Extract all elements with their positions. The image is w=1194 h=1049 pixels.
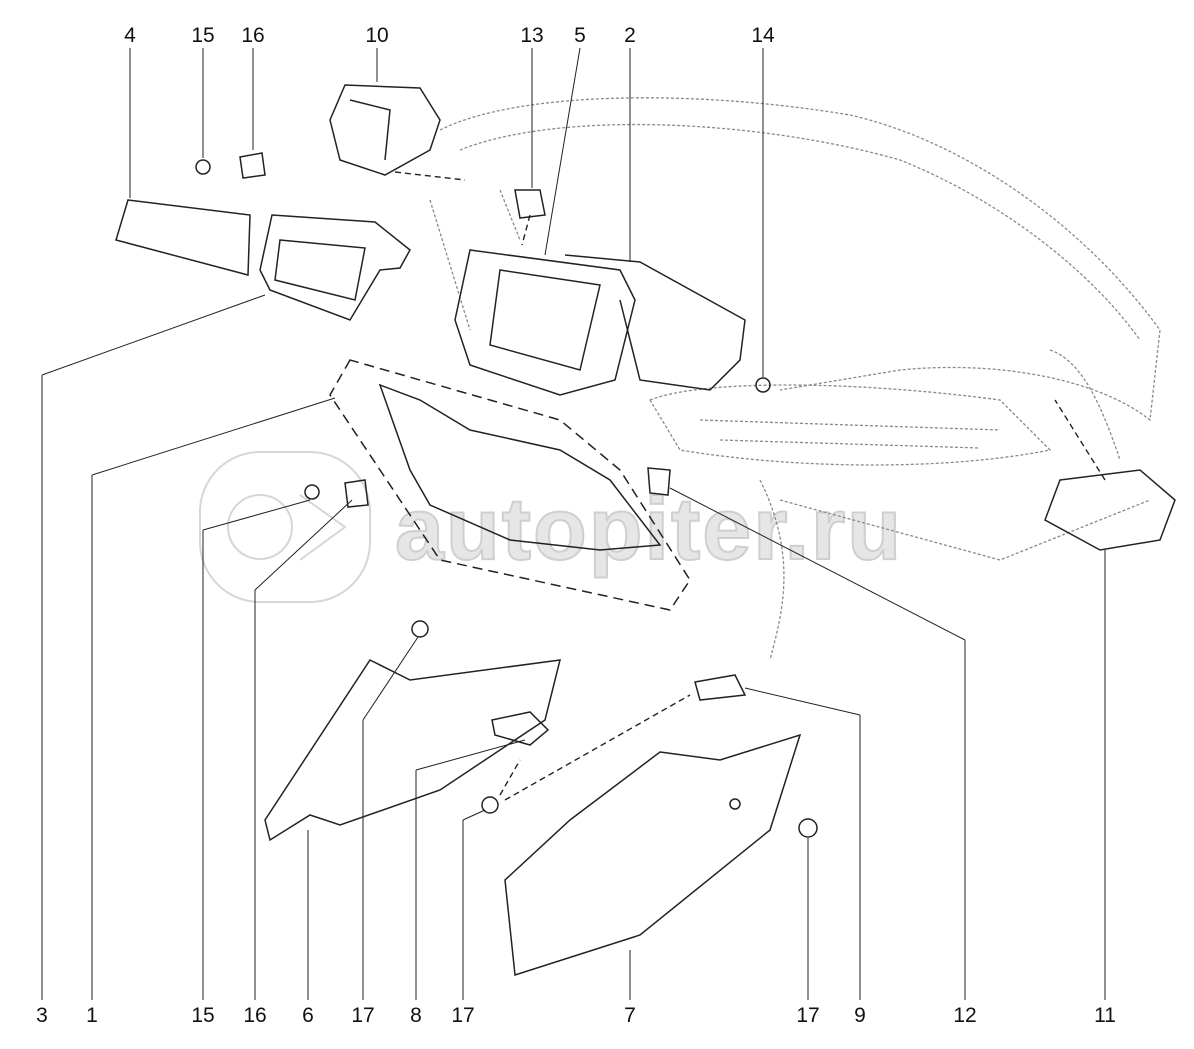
part-9-bracket — [694, 674, 747, 701]
part-12-clip — [647, 467, 671, 496]
callout-17-c: 17 — [796, 1004, 820, 1027]
part-1-console-trim — [378, 383, 662, 551]
part-15-screw — [195, 159, 211, 175]
part-13-clip — [514, 189, 546, 219]
part-17-screw-a — [411, 620, 429, 638]
part-5-center-bezel — [454, 249, 636, 396]
part-17-screw-b — [481, 796, 499, 814]
callout-16-lower: 16 — [243, 1004, 267, 1027]
part-17-screw-c — [798, 818, 818, 838]
callout-3: 3 — [36, 1004, 48, 1027]
part-1-dashed-box — [329, 359, 691, 611]
part-2-head-unit — [564, 254, 746, 391]
callout-4: 4 — [124, 24, 136, 47]
callout-9: 9 — [854, 1004, 866, 1027]
callout-2: 2 — [624, 24, 636, 47]
callout-11: 11 — [1094, 1004, 1116, 1027]
part-6-side-panel — [264, 659, 561, 842]
callout-6: 6 — [302, 1004, 314, 1027]
part-15-screw-lower — [304, 484, 320, 500]
part-16-clip-lower — [344, 479, 369, 508]
callout-17-b: 17 — [451, 1004, 475, 1027]
leader-lines — [41, 47, 1106, 1000]
parts — [115, 84, 1176, 976]
callout-8: 8 — [410, 1004, 422, 1027]
part-10-air-vent — [329, 84, 441, 176]
part-4-display-cover — [115, 199, 251, 276]
part-11-air-vent — [1044, 469, 1176, 551]
callout-17-a: 17 — [351, 1004, 375, 1027]
part-7-side-panel — [504, 733, 802, 976]
callout-7: 7 — [624, 1004, 636, 1027]
callout-1: 1 — [86, 1004, 98, 1027]
callout-15: 15 — [191, 24, 215, 47]
callout-13: 13 — [520, 24, 544, 47]
callout-16: 16 — [241, 24, 265, 47]
callout-12: 12 — [953, 1004, 977, 1027]
part-8-bracket — [491, 711, 550, 746]
part-16-clip — [239, 152, 266, 179]
callout-15-lower: 15 — [191, 1004, 215, 1027]
callout-14: 14 — [751, 24, 775, 47]
watermark-logo — [199, 451, 371, 603]
part-14-screw — [755, 377, 771, 393]
dashboard-ghost-outline — [429, 97, 1161, 661]
part-3-display-housing — [259, 214, 411, 321]
assembly-arrows — [394, 171, 1106, 801]
callout-10: 10 — [365, 24, 389, 47]
callout-5: 5 — [574, 24, 586, 47]
